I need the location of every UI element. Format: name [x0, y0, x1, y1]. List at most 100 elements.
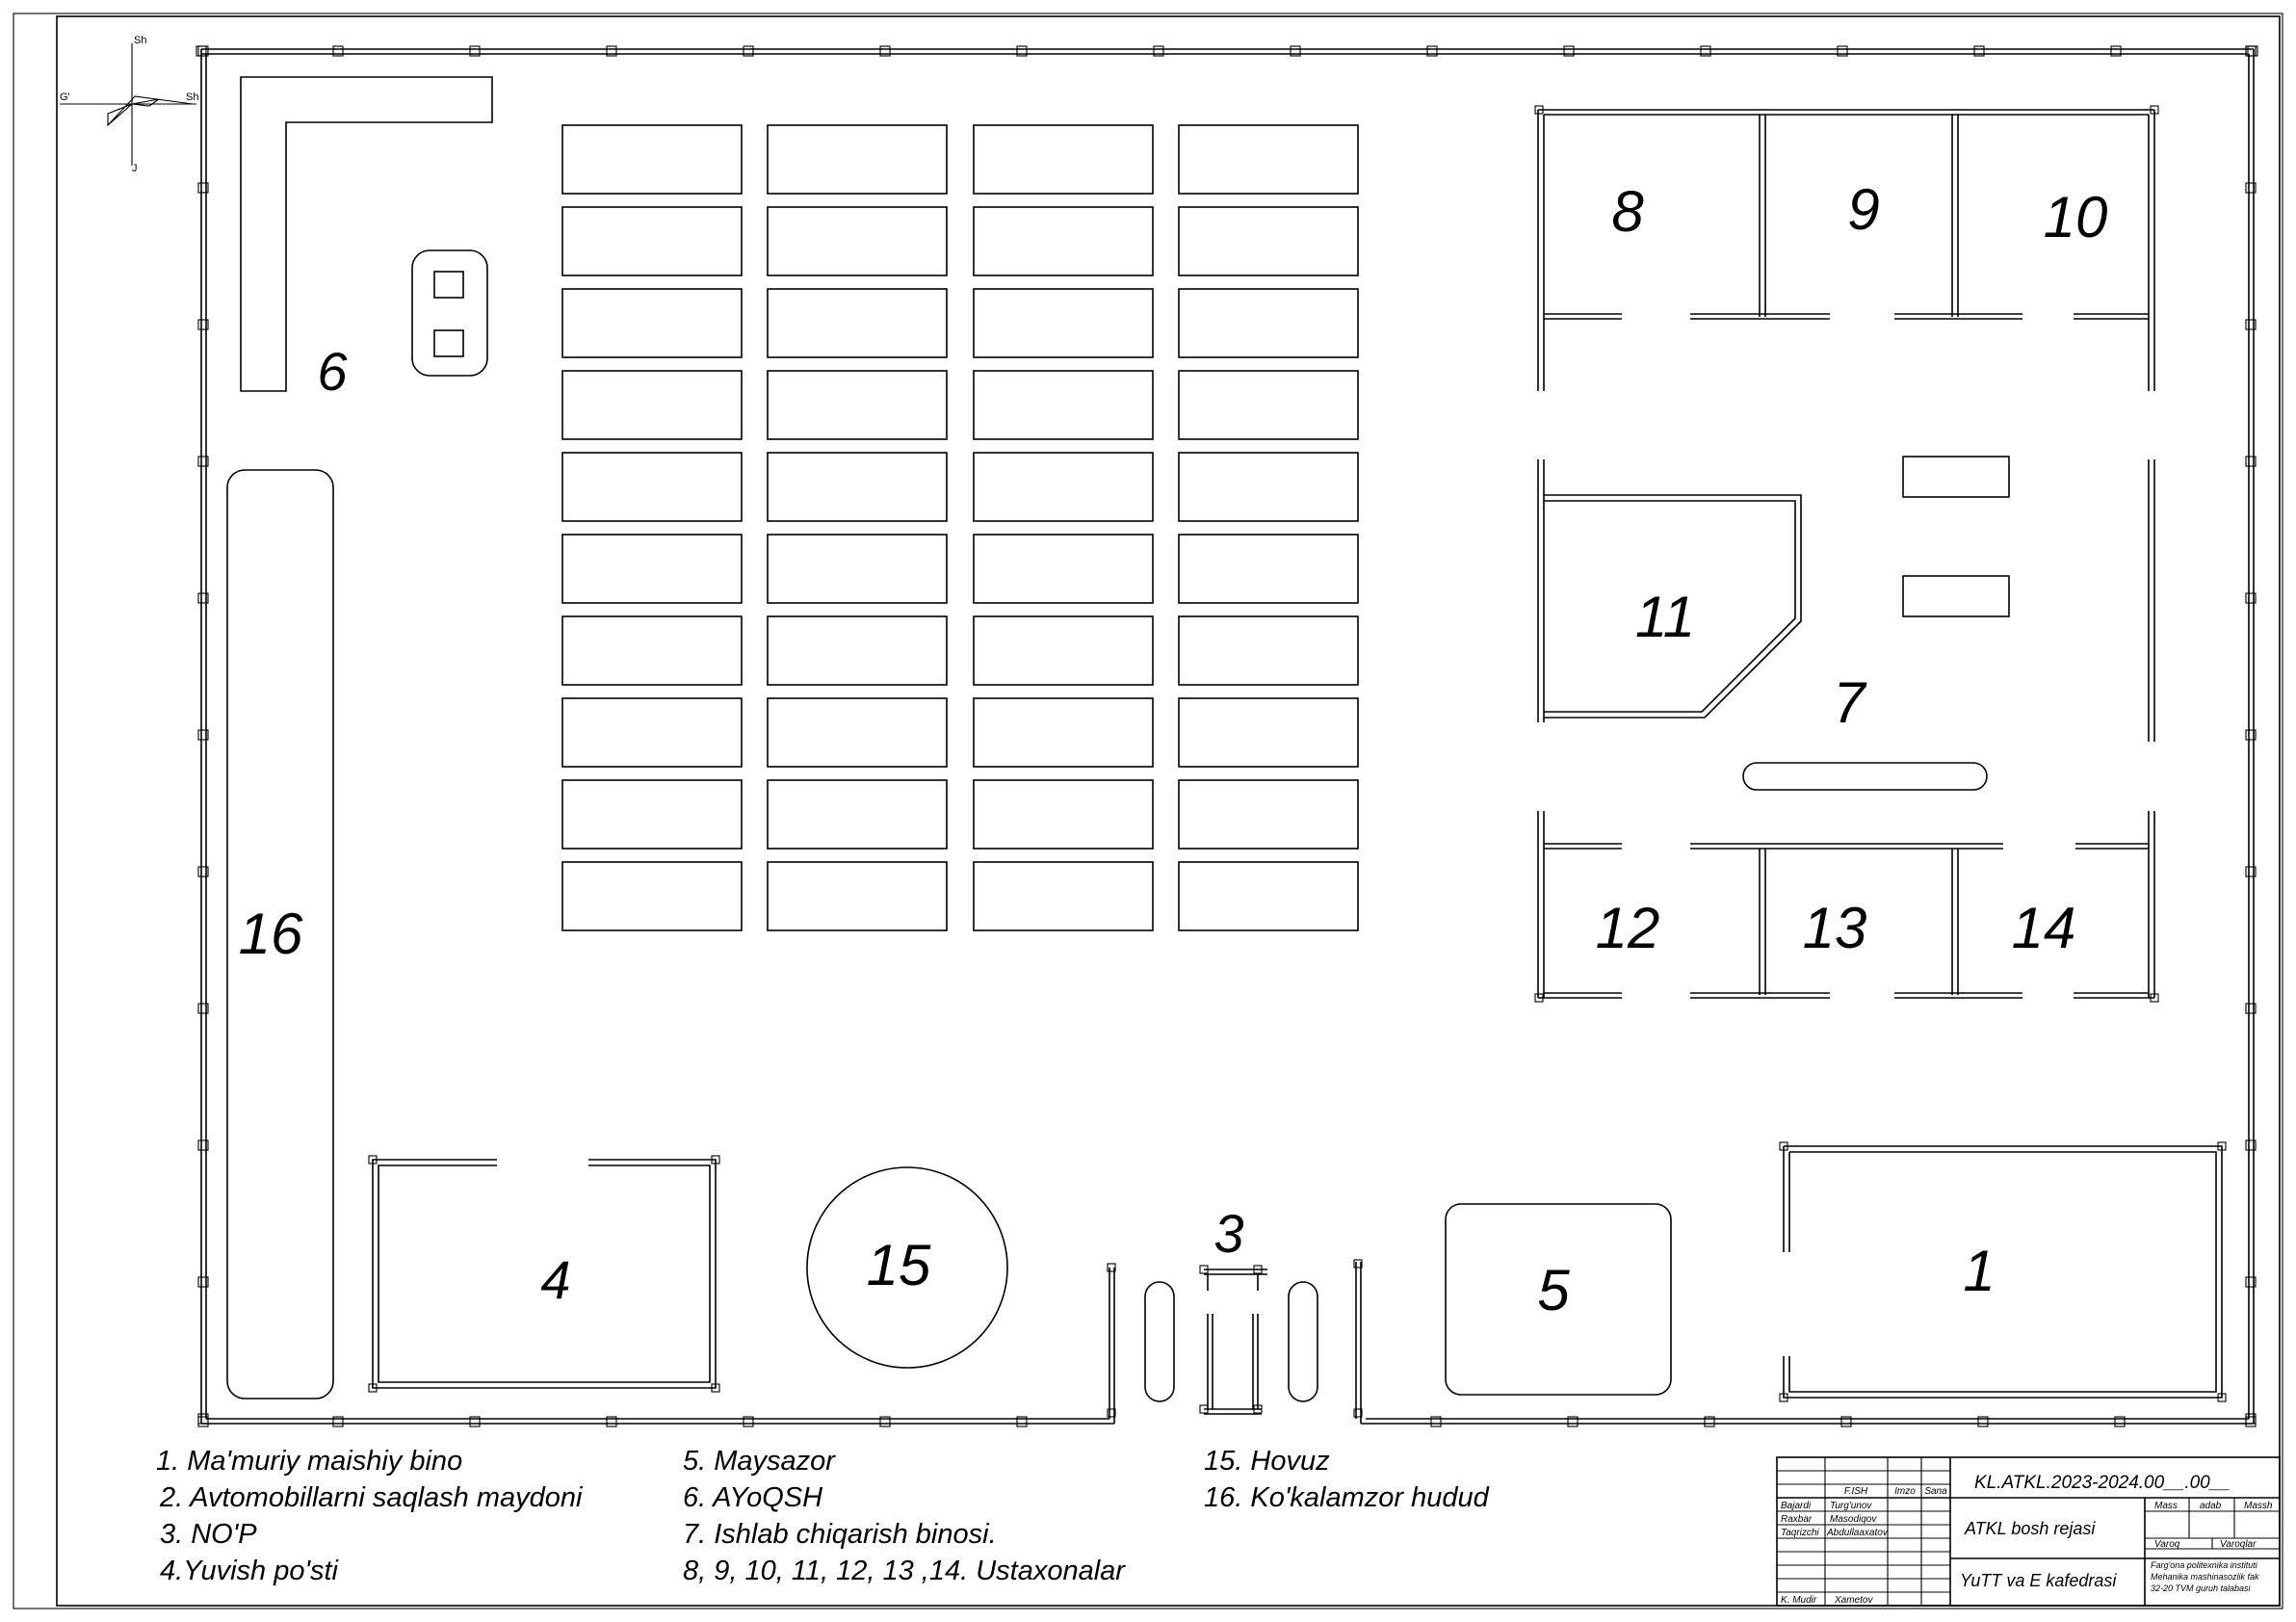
parking-space: [1178, 206, 1359, 276]
fence-post: [197, 729, 209, 741]
fence-post: [606, 1416, 617, 1427]
legend-item-3: 3. NO'P: [160, 1519, 257, 1550]
drawing-code: KL.ATKL.2023-2024.00__.00__: [1974, 1473, 2231, 1493]
k-mudir: K. Mudir: [1781, 1595, 1817, 1606]
parking-space: [1178, 288, 1359, 358]
parking-space: [1178, 861, 1359, 931]
fence-post: [2114, 1416, 2126, 1427]
compass-south: J: [132, 163, 138, 174]
fence-post: [2245, 866, 2257, 877]
zone-label-11: 11: [1635, 585, 1695, 649]
fence-post: [2245, 45, 2257, 57]
col-fish: F.ISH: [1844, 1486, 1868, 1497]
fence-post: [879, 45, 891, 57]
fence-post: [1704, 1416, 1715, 1427]
fence-post: [743, 45, 754, 57]
lawn-area: [1445, 1203, 1672, 1396]
fence-post: [1563, 45, 1575, 57]
parking-space: [973, 288, 1154, 358]
parking-space: [1178, 615, 1359, 686]
zone-label-14: 14: [2012, 896, 2076, 960]
parking-space: [973, 779, 1154, 850]
title-block: KL.ATKL.2023-2024.00__.00__ F.ISH Imzo S…: [1776, 1456, 2281, 1607]
institute-line-1: Farg'ona politexnika instituti: [2151, 1560, 2258, 1570]
green-area-strip: [226, 469, 334, 1400]
zone-label-3: 3: [1213, 1203, 1243, 1264]
parking-space: [767, 206, 948, 276]
parking-space: [561, 861, 743, 931]
parking-space: [973, 534, 1154, 604]
parking-space: [561, 534, 743, 604]
institute-line-2: Mehanika mashinasozlik fak: [2151, 1572, 2259, 1582]
fence-post: [197, 866, 209, 877]
fence-post: [469, 1416, 481, 1427]
legend-item-15: 15. Hovuz: [1204, 1446, 1330, 1477]
sheet-inner-frame: [56, 15, 2281, 1607]
department: YuTT va E kafedrasi: [1960, 1571, 2117, 1590]
zone-label-6: 6: [317, 341, 348, 402]
fence-post: [197, 592, 209, 604]
fence-post: [2245, 1139, 2257, 1151]
zone-label-13: 13: [1803, 896, 1867, 960]
fence-post: [743, 1416, 754, 1427]
parking-space: [767, 124, 948, 195]
fence-post: [332, 45, 344, 57]
zone-label-8: 8: [1611, 179, 1644, 244]
fence-post: [1567, 1416, 1578, 1427]
legend-item-2: 2. Avtomobillarni saqlash maydoni: [159, 1482, 584, 1513]
role-1-name: Turg'unov: [1830, 1501, 1872, 1511]
fence-post: [1016, 1416, 1028, 1427]
parking-space: [767, 697, 948, 768]
fence-post: [2245, 729, 2257, 741]
fence-post: [2245, 1003, 2257, 1014]
zone-label-9: 9: [1847, 177, 1879, 242]
parking-space: [561, 206, 743, 276]
legend-item-4: 4.Yuvish po'sti: [160, 1556, 340, 1586]
sheet-outer-frame: [13, 13, 2283, 1609]
fence-post: [197, 1003, 209, 1014]
label-mass: Mass: [2154, 1501, 2178, 1511]
fence-post: [1430, 1416, 1442, 1427]
fence-posts: [196, 45, 2258, 1427]
zone-label-12: 12: [1596, 896, 1660, 960]
zone-label-16: 16: [239, 902, 303, 966]
parking-space: [1178, 452, 1359, 522]
fence-post: [606, 45, 617, 57]
parking-space: [1178, 370, 1359, 440]
parking-space: [973, 861, 1154, 931]
parking-space: [973, 124, 1154, 195]
parking-space: [561, 370, 743, 440]
parking-space: [767, 861, 948, 931]
parking-space: [767, 534, 948, 604]
fence-post: [1700, 45, 1711, 57]
role-3-name: Abdullaaxatov: [1826, 1528, 1889, 1538]
zone-label-7: 7: [1833, 670, 1867, 735]
parking-space: [1178, 697, 1359, 768]
administrative-building: [1779, 1141, 2227, 1402]
fence-post: [1977, 1416, 1989, 1427]
fence-post: [197, 1139, 209, 1151]
parking-space: [1178, 534, 1359, 604]
legend-item-5: 5. Maysazor: [683, 1446, 836, 1477]
parking-space: [767, 615, 948, 686]
fence-post: [2110, 45, 2122, 57]
label-varoqlar: Varoqlar: [2220, 1539, 2257, 1550]
fence-post: [197, 1416, 209, 1427]
washing-post-building: [368, 1155, 720, 1393]
zone-label-5: 5: [1537, 1258, 1570, 1322]
legend-item-6: 6. AYoQSH: [683, 1482, 822, 1513]
fence-post: [2245, 182, 2257, 194]
compass-west: G': [60, 92, 70, 103]
fence-post: [332, 1416, 344, 1427]
fence-post: [1153, 45, 1164, 57]
parking-space: [561, 779, 743, 850]
fuel-station-building: [240, 76, 493, 392]
label-massh: Massh: [2244, 1501, 2273, 1511]
legend-item-7: 7. Ishlab chiqarish binosi.: [683, 1519, 997, 1550]
fence-post: [1290, 45, 1301, 57]
k-mudir-name: Xametov: [1834, 1595, 1873, 1606]
zone-label-15: 15: [867, 1233, 931, 1297]
parking-space: [973, 452, 1154, 522]
parking-space: [973, 206, 1154, 276]
